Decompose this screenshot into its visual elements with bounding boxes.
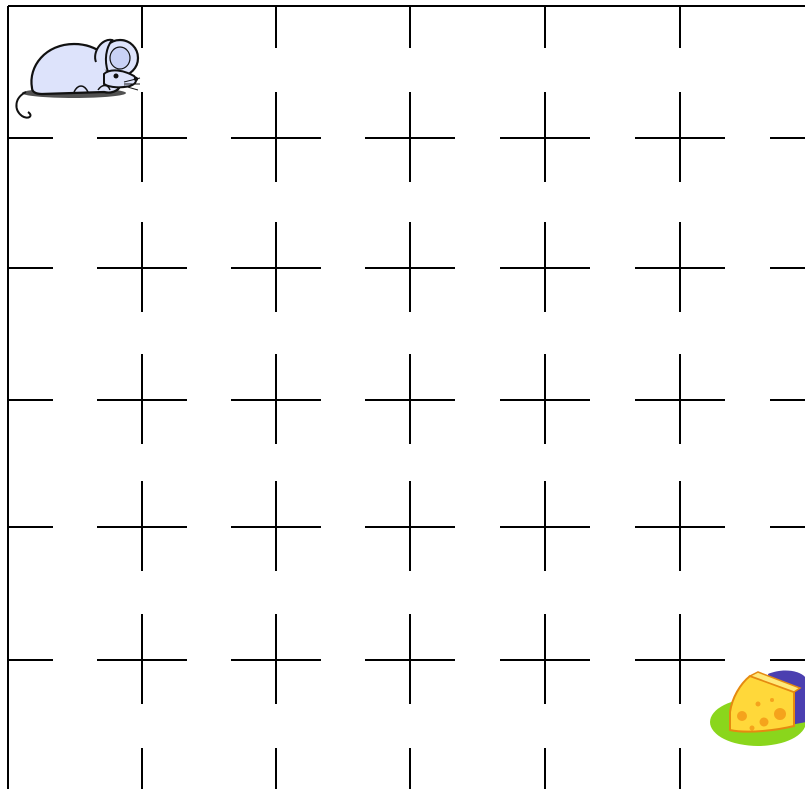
- grid-lines: [8, 6, 805, 789]
- mouse-icon: [16, 40, 140, 118]
- cheese-icon: [710, 671, 805, 746]
